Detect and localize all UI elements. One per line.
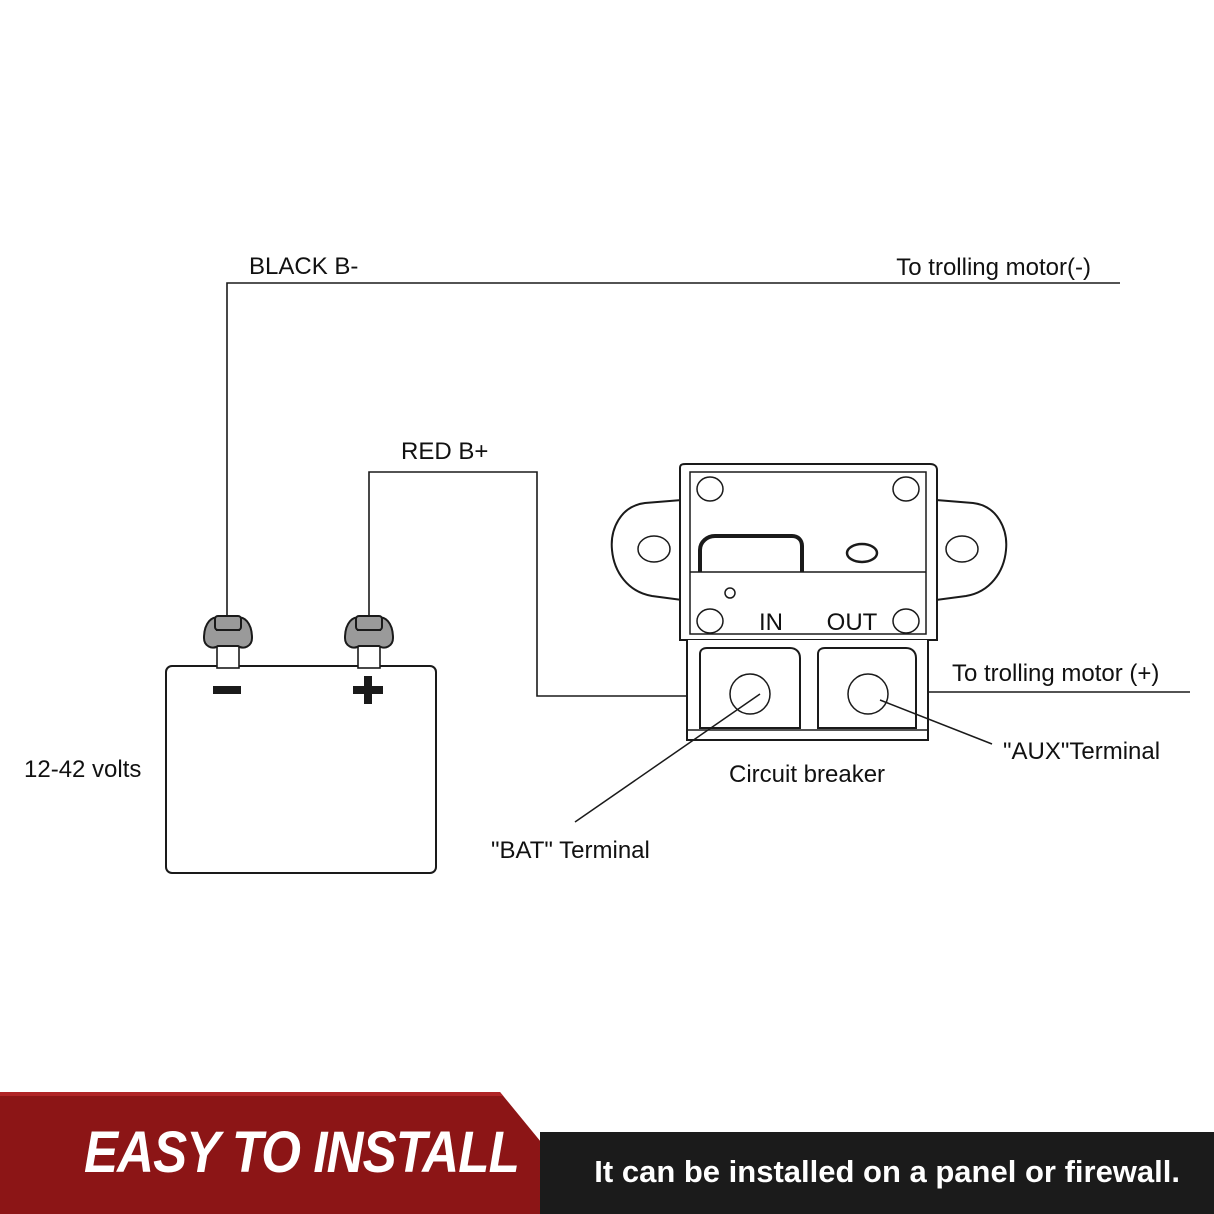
right-mounting-ear [935,498,1008,602]
corner-screw-bottom-right [892,608,920,634]
motor-positive-label: To trolling motor (+) [952,660,1159,687]
red-wire-label: RED B+ [401,438,488,465]
indicator-hole [724,587,736,599]
out-terminal-label: OUT [827,609,878,636]
minus-icon [213,686,241,694]
banner-red-panel [0,1092,600,1214]
bat-terminal-label: "BAT" Terminal [491,837,650,864]
battery [165,615,437,874]
motor-negative-label: To trolling motor(-) [896,254,1091,281]
left-mount-hole [637,535,671,563]
banner-dark-panel [540,1132,1214,1214]
bat-terminal-stud [729,673,771,715]
banner-subtitle: It can be installed on a panel or firewa… [594,1154,1180,1189]
corner-screw-top-right [892,476,920,502]
aux-terminal-housing [817,647,917,729]
right-mount-hole [945,535,979,563]
aux-terminal-stud [847,673,889,715]
negative-post [202,615,254,669]
in-terminal-label: IN [759,609,783,636]
breaker-top-housing [679,463,938,641]
corner-screw-top-left [696,476,724,502]
positive-post [343,615,395,669]
red-positive-wire [368,471,690,697]
circuit-breaker: IN OUT [610,463,1008,741]
aux-terminal-label: "AUX"Terminal [1003,738,1160,765]
black-negative-wire [226,282,1120,622]
battery-voltage-label: 12-42 volts [24,756,141,783]
battery-body [165,665,437,874]
breaker-inner-frame [689,471,927,635]
left-mounting-ear [610,498,683,602]
indicator-slot [845,542,879,564]
aux-terminal-leader [879,699,993,745]
bat-terminal-housing [699,647,801,729]
reset-lever [698,534,804,572]
black-wire-label: BLACK B- [249,253,358,280]
circuit-breaker-label: Circuit breaker [729,761,885,788]
bat-terminal-leader [574,693,761,823]
corner-screw-bottom-left [696,608,724,634]
banner-title: EASY TO INSTALL [84,1120,520,1185]
plus-icon [353,676,383,704]
